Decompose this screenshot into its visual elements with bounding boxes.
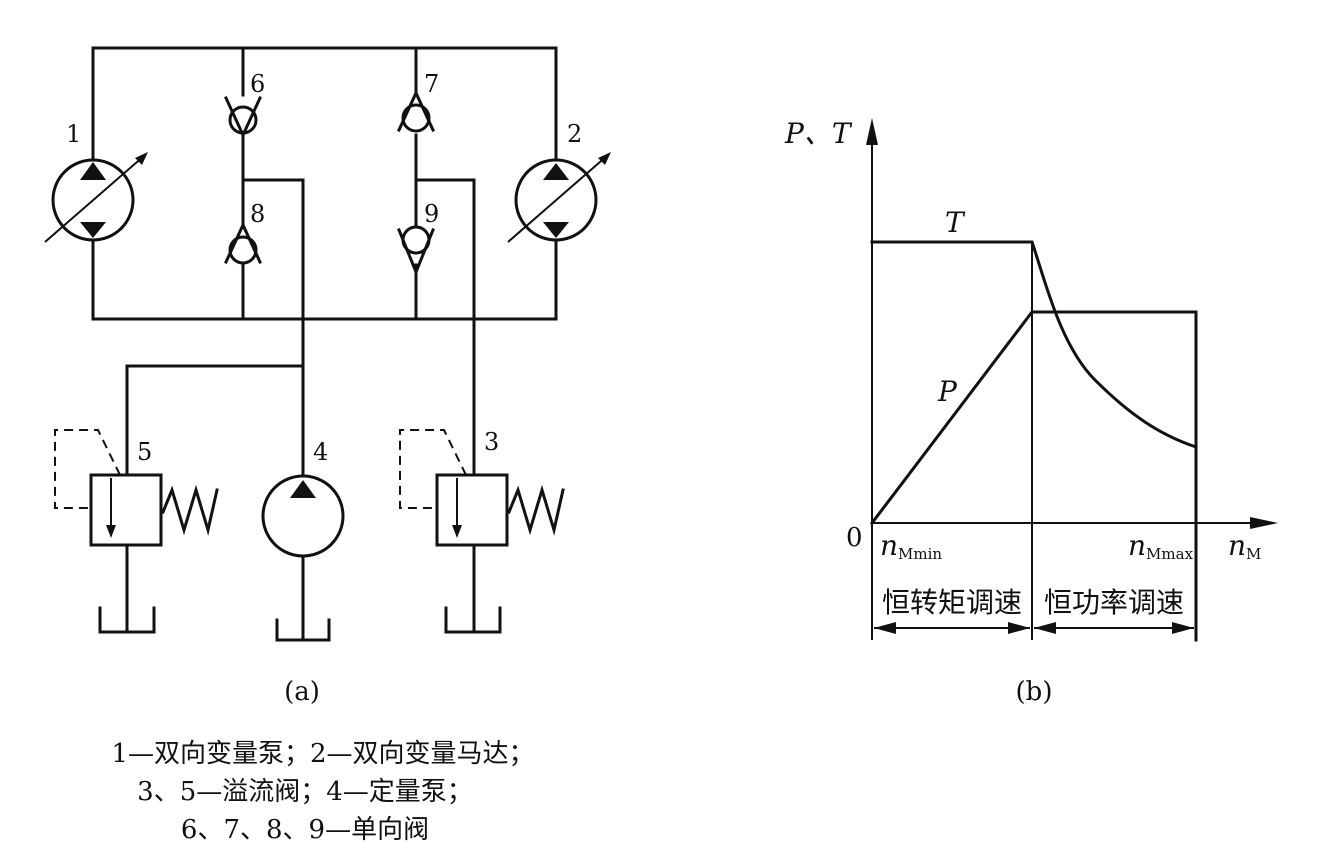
check-valve-7: 7 xyxy=(397,70,439,133)
speed-characteristic-chart: P、T 0 T P nMmin nMmax nM 恒转矩调速 恒功率调速 (b) xyxy=(784,117,1278,707)
branch-right xyxy=(414,178,476,477)
label-6: 6 xyxy=(250,70,265,98)
y-axis-label: P、T xyxy=(784,117,853,150)
region-left-label: 恒转矩调速 xyxy=(882,586,1022,619)
check-valve-8: 8 xyxy=(224,200,265,265)
label-4: 4 xyxy=(313,438,328,466)
label-1: 1 xyxy=(66,120,81,148)
branch-left xyxy=(241,178,305,321)
x-max-label: nMmax xyxy=(1128,529,1194,563)
label-7: 7 xyxy=(424,70,439,98)
legend-line-3: 6、7、8、9—单向阀 xyxy=(181,815,429,845)
caption-b: (b) xyxy=(1016,677,1053,707)
variable-pump-1: 1 xyxy=(44,46,148,321)
variable-motor-2: 2 xyxy=(507,46,611,321)
curve-T xyxy=(870,240,1198,449)
check-valve-9: 9 xyxy=(397,200,439,276)
curve-P xyxy=(869,310,1198,642)
fixed-pump-4: 4 xyxy=(261,438,345,642)
label-8: 8 xyxy=(250,200,265,228)
legend-line-2: 3、5—溢流阀；4—定量泵； xyxy=(137,777,473,807)
relief-valve-3: 3 xyxy=(399,428,565,634)
label-9: 9 xyxy=(424,200,439,228)
x-axis-label: nM xyxy=(1228,529,1261,563)
check-valve-6: 6 xyxy=(224,70,265,139)
label-5: 5 xyxy=(137,438,152,466)
curve-T-label: T xyxy=(945,206,966,239)
caption-a: (a) xyxy=(284,677,320,707)
legend-line-1: 1—双向变量泵；2—双向变量马达； xyxy=(111,739,534,769)
region-right-label: 恒功率调速 xyxy=(1044,586,1184,619)
origin-label: 0 xyxy=(846,523,863,553)
relief-valve-5: 5 xyxy=(54,429,219,634)
check-valve-column-left: 6 8 xyxy=(224,46,265,321)
x-min-label: nMmin xyxy=(880,529,942,563)
label-2: 2 xyxy=(567,120,582,148)
label-3: 3 xyxy=(484,428,499,456)
curve-P-label: P xyxy=(937,375,958,408)
hydraulic-circuit: 1 2 6 xyxy=(44,46,611,845)
check-valve-column-right: 7 9 xyxy=(397,46,439,321)
